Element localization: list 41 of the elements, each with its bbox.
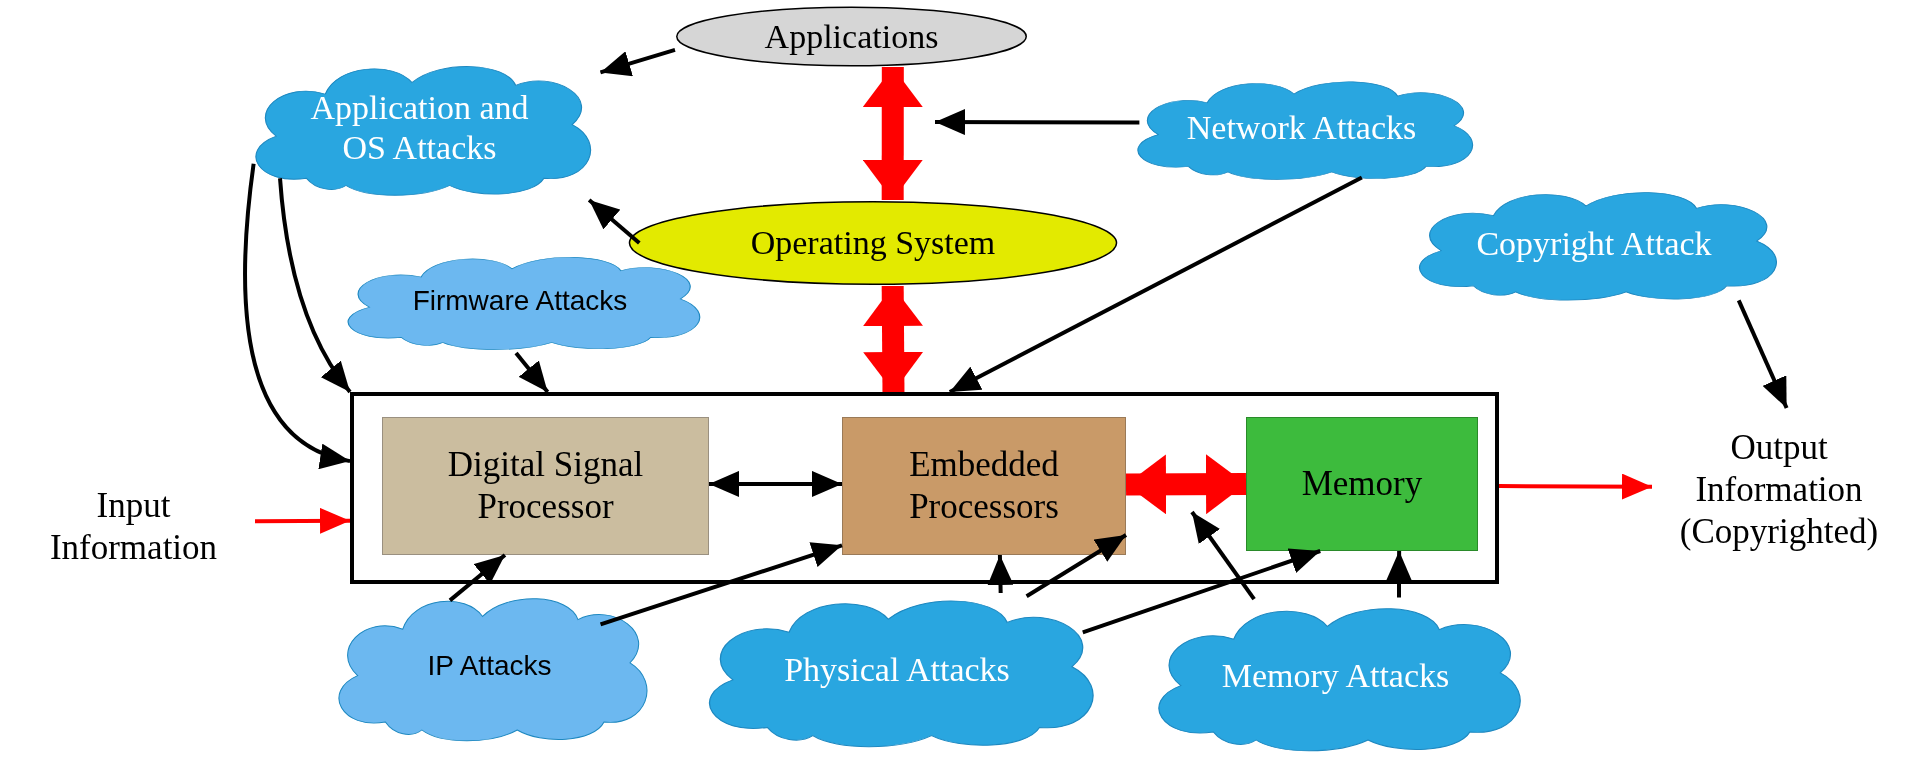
arrow bbox=[587, 198, 641, 245]
component-box bbox=[842, 417, 1126, 555]
arrow bbox=[514, 351, 550, 394]
io-label: Input Information bbox=[12, 475, 255, 578]
cloud-label: Network Attacks bbox=[1185, 108, 1418, 148]
layer-ellipse bbox=[627, 200, 1119, 286]
arrow bbox=[1025, 533, 1128, 598]
arrow bbox=[278, 178, 352, 394]
double-arrow bbox=[1125, 454, 1247, 515]
double-arrow bbox=[862, 67, 923, 200]
arrow bbox=[1082, 548, 1321, 635]
arrow bbox=[448, 553, 507, 602]
cloud-label: Application and OS Attacks bbox=[309, 88, 530, 167]
arrow bbox=[243, 163, 351, 467]
layer-ellipse bbox=[675, 6, 1028, 67]
box-label: Memory bbox=[1300, 463, 1424, 505]
double-arrow bbox=[863, 285, 924, 393]
ellipse-label: Applications bbox=[763, 19, 940, 54]
arrow bbox=[987, 554, 1014, 593]
arrow bbox=[1386, 551, 1413, 598]
arrow bbox=[935, 109, 1140, 136]
cloud-label: Memory Attacks bbox=[1220, 656, 1451, 696]
system-boundary-box bbox=[350, 392, 1499, 584]
ellipse-label: Operating System bbox=[749, 226, 997, 260]
arrow bbox=[599, 48, 676, 77]
box-label: Digital Signal Processor bbox=[446, 444, 645, 528]
cloud-label: IP Attacks bbox=[426, 649, 553, 683]
io-label: Output Information (Copyrighted) bbox=[1652, 408, 1906, 572]
arrow bbox=[948, 175, 1363, 394]
component-box bbox=[382, 417, 709, 555]
arrow bbox=[599, 542, 843, 627]
cloud-label: Copyright Attack bbox=[1475, 223, 1713, 264]
double-arrow bbox=[709, 470, 842, 497]
cloud-label: Firmware Attacks bbox=[411, 284, 629, 318]
box-label: Embedded Processors bbox=[908, 444, 1060, 528]
arrow bbox=[1499, 473, 1652, 500]
arrow bbox=[255, 507, 350, 534]
arrow bbox=[1736, 299, 1789, 409]
cloud-label: Physical Attacks bbox=[783, 650, 1011, 690]
arrow bbox=[1190, 510, 1256, 601]
component-box bbox=[1246, 417, 1478, 551]
